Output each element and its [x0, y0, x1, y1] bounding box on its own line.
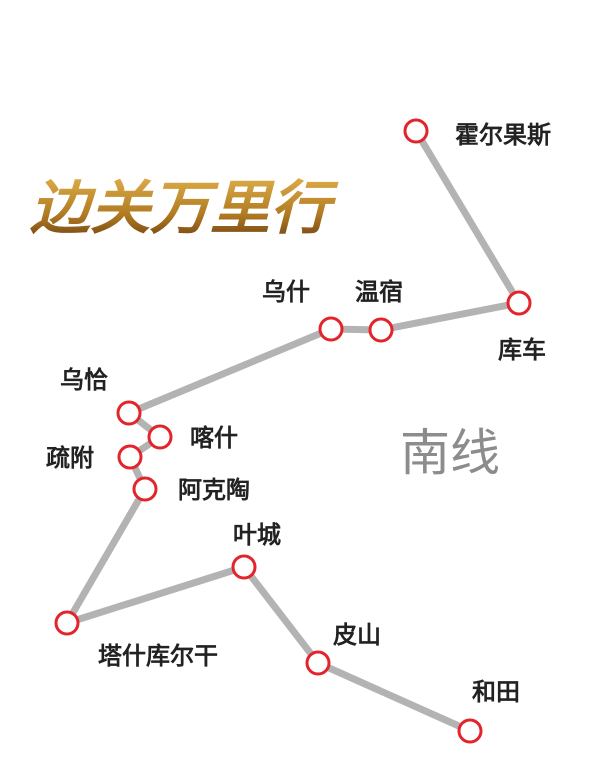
station-label: 阿克陶	[178, 476, 250, 504]
title-calligraphy: 边关万里行	[30, 174, 339, 242]
station-node	[116, 400, 142, 426]
station-node	[506, 290, 532, 316]
station-node	[117, 444, 143, 470]
station-label: 叶城	[233, 521, 281, 549]
station-node	[403, 118, 429, 144]
station-label: 皮山	[333, 621, 381, 649]
station-node	[318, 316, 344, 342]
station-label: 疏附	[46, 444, 94, 472]
station-label: 温宿	[355, 278, 403, 306]
station-label: 塔什库尔干	[98, 642, 218, 670]
station-label: 库车	[498, 336, 546, 364]
station-label: 和田	[472, 678, 520, 706]
station-node	[132, 476, 158, 502]
region-label: 南线	[400, 424, 500, 482]
station-label: 乌什	[262, 278, 310, 306]
station-node	[231, 554, 257, 580]
station-node	[457, 718, 483, 744]
station-label: 乌恰	[60, 366, 108, 394]
route-line	[63, 129, 523, 735]
station-node	[147, 424, 173, 450]
station-label: 霍尔果斯	[455, 121, 551, 149]
station-node	[305, 650, 331, 676]
station-node	[54, 610, 80, 636]
station-node	[368, 317, 394, 343]
station-label: 喀什	[190, 424, 238, 452]
